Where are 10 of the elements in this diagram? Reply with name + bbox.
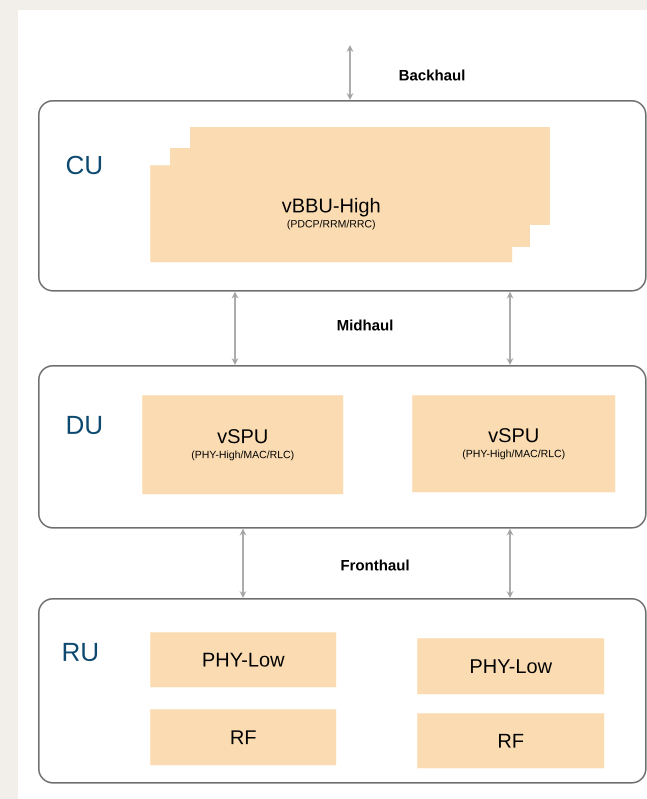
link-label: Fronthaul — [341, 560, 409, 570]
function-box: PHY-Low — [417, 638, 604, 694]
stacked-function-box: vBBU-High (PDCP/RRM/RRC) — [150, 127, 550, 262]
link-label: Backhaul — [400, 70, 464, 80]
function-box: RF — [417, 713, 604, 768]
function-box: vSPU (PHY-High/MAC/RLC) — [142, 395, 344, 494]
link-label: Midhaul — [338, 320, 392, 330]
function-box: vSPU (PHY-High/MAC/RLC) — [412, 395, 616, 492]
function-box: PHY-Low — [150, 632, 336, 688]
function-box: RF — [150, 709, 336, 766]
